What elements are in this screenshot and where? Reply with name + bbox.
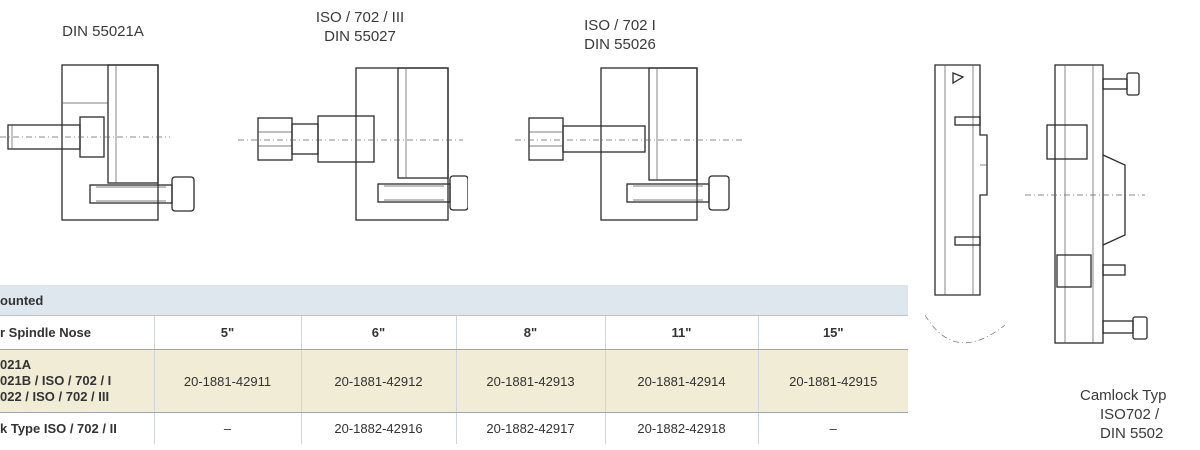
caption-iso-702-iii: ISO / 702 / III DIN 55027	[315, 9, 405, 45]
part-number-cell: –	[153, 412, 301, 444]
row-label: k Type ISO / 702 / II	[0, 420, 117, 436]
part-number-cell: 20-1881-42913	[455, 349, 605, 413]
din-55021a-mount-drawing	[0, 64, 195, 221]
part-number-cell: 20-1881-42911	[153, 349, 301, 413]
header-size-15: 15"	[757, 315, 908, 350]
part-number-cell: –	[757, 412, 908, 444]
table-row: k Type ISO / 702 / II – 20-1882-42916 20…	[0, 412, 908, 444]
iso-702-i-mount-drawing	[515, 67, 745, 221]
header-spindle-nose: r Spindle Nose	[0, 315, 154, 350]
header-size-6: 6"	[300, 315, 456, 350]
table-row: 021A 021B / ISO / 702 / I 022 / ISO / 70…	[0, 349, 908, 413]
caption-iso-702-i: ISO / 702 I DIN 55026	[584, 17, 656, 53]
header-size-5: 5"	[153, 315, 301, 350]
part-number-cell: 20-1881-42914	[604, 349, 758, 413]
part-number-cell: 20-1882-42918	[604, 412, 758, 444]
spindle-nose-table: ounted r Spindle Nose 5" 6" 8" 11" 15" 0…	[0, 285, 908, 444]
table-header-row: r Spindle Nose 5" 6" 8" 11" 15"	[0, 315, 908, 350]
header-size-8: 8"	[455, 315, 605, 350]
camlock-chuck-drawing	[925, 64, 1148, 344]
header-size-11: 11"	[604, 315, 758, 350]
part-number-cell: 20-1881-42912	[300, 349, 456, 413]
row-label: 021A 021B / ISO / 702 / I 022 / ISO / 70…	[0, 349, 154, 413]
section-title: ounted	[0, 285, 908, 316]
iso-702-iii-mount-drawing	[238, 67, 468, 221]
part-number-cell: 20-1882-42917	[455, 412, 605, 444]
part-number-cell: 20-1882-42916	[300, 412, 456, 444]
part-number-cell: 20-1881-42915	[757, 349, 908, 413]
caption-camlock: Camlock Typ ISO702 / DIN 5502	[1080, 387, 1167, 442]
caption-din-55021a: DIN 55021A	[62, 23, 144, 40]
table-section-row: ounted	[0, 285, 908, 316]
